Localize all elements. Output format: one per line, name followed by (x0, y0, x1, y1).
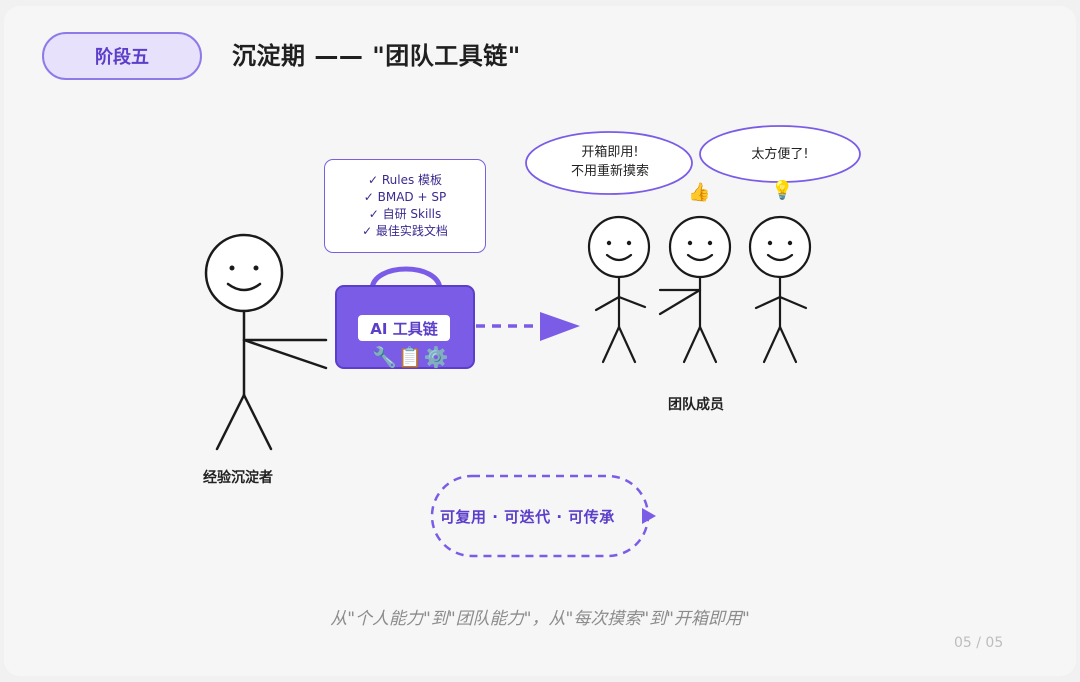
contributor-figure (206, 235, 326, 449)
bubble-line: 不用重新摸索 (560, 162, 660, 181)
checklist-item: ✓ BMAD + SP (364, 189, 446, 206)
team-member-3 (750, 217, 810, 362)
lightbulb-icon: 💡 (771, 180, 793, 201)
toolbox-label: AI 工具链 (358, 315, 450, 341)
bubble-line: 开箱即用! (560, 143, 660, 162)
thumbs-up-icon: 👍 (688, 182, 710, 203)
checklist-item: ✓ Rules 模板 (368, 172, 442, 189)
toolchain-checklist: ✓ Rules 模板 ✓ BMAD + SP ✓ 自研 Skills ✓ 最佳实… (324, 159, 486, 253)
checklist-item: ✓ 自研 Skills (369, 206, 442, 223)
checklist-item: ✓ 最佳实践文档 (362, 223, 448, 240)
speech-bubble-2-text: 太方便了! (730, 145, 830, 164)
page-indicator: 05 / 05 (954, 635, 1003, 651)
speech-bubble-1-text: 开箱即用! 不用重新摸索 (560, 143, 660, 181)
tool-icons: 🔧📋⚙️ (372, 345, 450, 369)
team-member-1 (589, 217, 649, 362)
reuse-loop-text: 可复用 · 可迭代 · 可传承 (440, 506, 658, 527)
summary-quote: 从"个人能力"到"团队能力"，从"每次摸索"到"开箱即用" (0, 604, 1080, 629)
team-label: 团队成员 (668, 394, 724, 414)
contributor-label: 经验沉淀者 (203, 467, 273, 487)
team-member-2 (660, 217, 730, 362)
share-arrow (476, 312, 580, 341)
